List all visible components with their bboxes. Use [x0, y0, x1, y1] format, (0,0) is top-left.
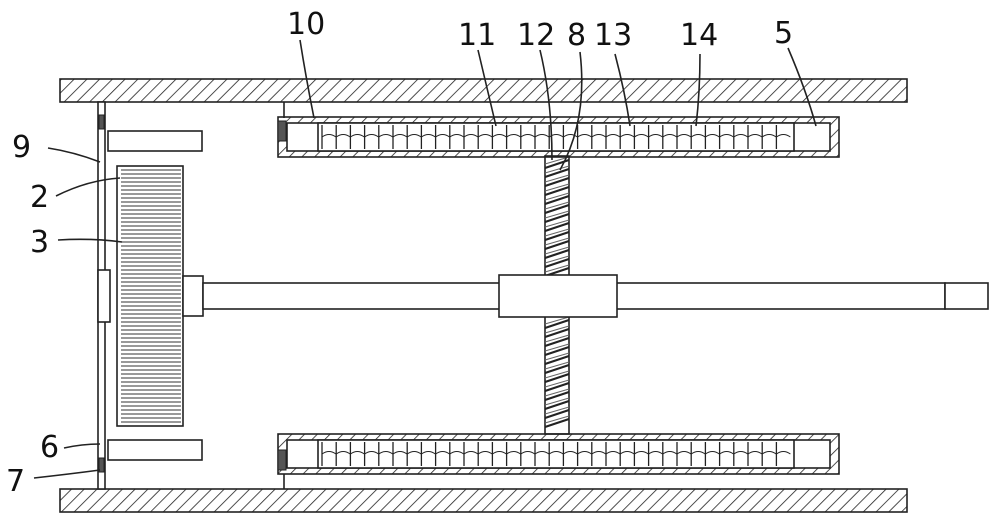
leader-2	[55, 177, 121, 197]
label-8: 8	[567, 18, 586, 53]
label-9: 9	[12, 130, 31, 165]
label-12: 12	[517, 18, 555, 53]
upper-spring-housing	[277, 116, 840, 158]
bottom-housing-wall	[59, 488, 908, 513]
leader-10	[299, 39, 315, 119]
label-5: 5	[774, 16, 793, 51]
leader-12	[539, 49, 553, 161]
leader-14	[695, 53, 701, 127]
label-2: 2	[30, 180, 49, 215]
top-housing-wall	[59, 78, 908, 103]
leader-9	[47, 147, 101, 163]
label-10: 10	[287, 7, 325, 42]
leader-6	[63, 443, 101, 449]
lower-screw-thread	[544, 316, 570, 429]
lower-arm	[107, 439, 203, 461]
leader-7	[33, 469, 101, 479]
shaft-end	[944, 282, 989, 310]
plate-bracket-bottom	[98, 457, 105, 473]
label-7: 7	[6, 464, 25, 499]
lower-spring-housing	[277, 433, 840, 475]
gear-body	[116, 165, 184, 427]
leader-3	[57, 238, 123, 243]
shaft-collar	[182, 275, 204, 317]
label-11: 11	[458, 18, 496, 53]
leader-13	[614, 53, 631, 127]
leader-11	[477, 49, 497, 127]
label-13: 13	[594, 18, 632, 53]
plate-bracket-top	[98, 114, 105, 130]
leader-5	[787, 47, 817, 127]
label-6: 6	[40, 430, 59, 465]
upper-arm	[107, 130, 203, 152]
hub-block	[97, 269, 111, 323]
gear-teeth	[121, 169, 181, 423]
label-14: 14	[680, 18, 718, 53]
label-3: 3	[30, 225, 49, 260]
nut-block	[498, 274, 618, 318]
leader-8	[559, 51, 583, 171]
